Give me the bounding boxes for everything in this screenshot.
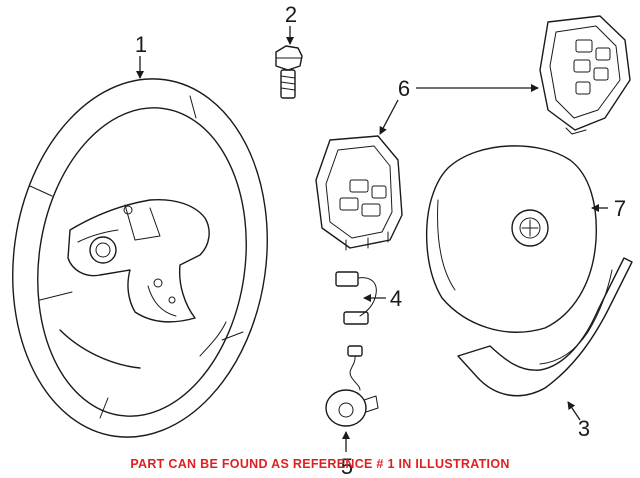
- leader-6-lower: [379, 99, 399, 135]
- steering-wheel: [12, 78, 268, 438]
- callout-2: 2: [285, 2, 297, 27]
- callout-7: 7: [614, 196, 626, 221]
- clock-spring-module: [325, 345, 379, 427]
- callout-3: 3: [578, 416, 590, 441]
- bolt: [275, 45, 303, 99]
- control-switch-upper: [539, 15, 631, 135]
- reference-note: PART CAN BE FOUND AS REFERENCE # 1 IN IL…: [130, 457, 510, 471]
- airbag-module: [426, 145, 597, 333]
- callout-5: 5: [341, 454, 353, 478]
- callout-1: 1: [135, 32, 147, 57]
- leader-3: [567, 401, 581, 421]
- control-switch: [315, 135, 403, 251]
- callout-4: 4: [390, 286, 402, 311]
- callout-6: 6: [398, 76, 410, 101]
- trim-cover: [457, 257, 633, 397]
- wiring-harness: [335, 271, 377, 325]
